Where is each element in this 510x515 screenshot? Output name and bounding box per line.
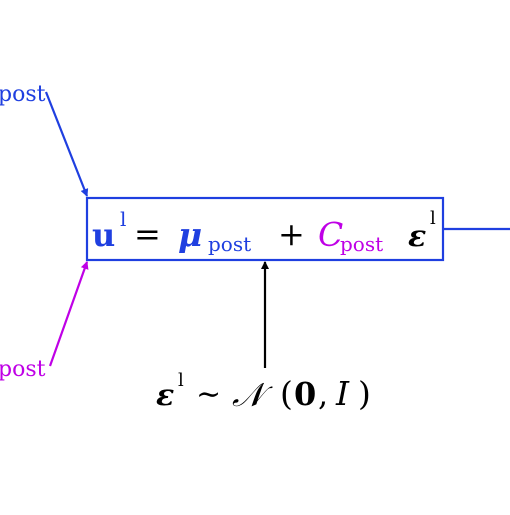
c-post-arrow [48, 261, 89, 367]
noise-eps: ε [156, 378, 174, 413]
equation: u l = μ post + C post ε l [92, 207, 436, 256]
noise-normal: 𝒩 [232, 375, 273, 414]
eq-c-sub: post [340, 232, 383, 256]
eq-plus: + [278, 215, 305, 253]
noise-eps-sup: l [178, 370, 184, 391]
eq-u: u [92, 216, 115, 254]
noise-close-paren: ) [358, 374, 371, 413]
noise-zero: 0 [294, 375, 316, 413]
mu-post-input-label: post [0, 82, 46, 107]
eq-mu: μ [178, 215, 202, 254]
eq-equals: = [134, 215, 161, 253]
c-post-input-label: post [0, 357, 46, 382]
mu-post-arrow [44, 91, 89, 197]
noise-expression: ε l ∼ 𝒩 ( 0 , I ) [156, 370, 371, 414]
eq-c: C [318, 215, 343, 254]
noise-open-paren: ( [280, 374, 293, 413]
eq-u-sup: l [120, 207, 126, 231]
noise-identity: I [335, 374, 350, 413]
eq-eps: ε [408, 219, 426, 254]
noise-comma: , [318, 375, 328, 413]
noise-sim: ∼ [196, 377, 221, 412]
eq-mu-sub: post [208, 232, 251, 256]
eq-eps-sup: l [430, 208, 436, 229]
